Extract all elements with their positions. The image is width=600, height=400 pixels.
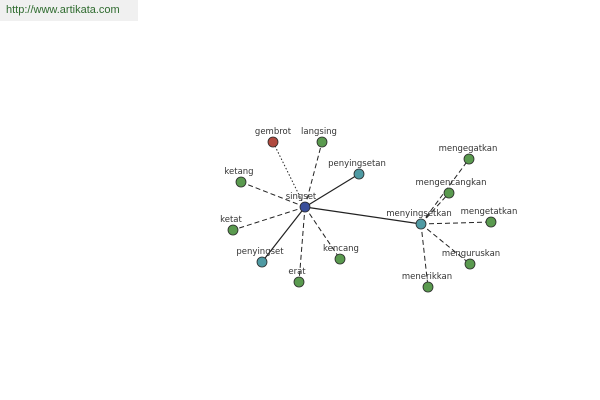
- node-dot-mengegatkan[interactable]: [463, 153, 475, 165]
- node-label-erat[interactable]: erat: [288, 267, 306, 277]
- edge-singset-kencang: [304, 206, 341, 260]
- node-penyingset[interactable]: penyingset: [236, 247, 284, 268]
- edge-menyingsetkan-menerikkan: [420, 223, 429, 288]
- node-dot-ketat[interactable]: [227, 224, 239, 236]
- edge-menyingsetkan-mengencangkan: [420, 192, 450, 225]
- node-menguruskan[interactable]: menguruskan: [442, 249, 500, 270]
- node-dot-erat[interactable]: [293, 276, 305, 288]
- edge-singset-menyingsetkan: [304, 206, 422, 225]
- node-label-menyingsetkan[interactable]: menyingsetkan: [386, 209, 451, 219]
- node-dot-langsing[interactable]: [316, 136, 328, 148]
- node-label-ketat[interactable]: ketat: [220, 215, 242, 225]
- node-gembrot[interactable]: gembrot: [255, 127, 292, 148]
- node-label-langsing[interactable]: langsing: [301, 127, 337, 137]
- edge-singset-ketat: [232, 206, 306, 231]
- node-label-mengegatkan[interactable]: mengegatkan: [439, 144, 498, 154]
- node-singset[interactable]: singset: [286, 192, 317, 213]
- node-mengencangkan[interactable]: mengencangkan: [416, 178, 487, 199]
- node-menerikkan[interactable]: menerikkan: [402, 272, 452, 293]
- node-penyingsetan[interactable]: penyingsetan: [328, 159, 386, 180]
- node-label-mengetatkan[interactable]: mengetatkan: [461, 207, 518, 217]
- node-mengetatkan[interactable]: mengetatkan: [461, 207, 518, 228]
- node-ketat[interactable]: ketat: [220, 215, 243, 236]
- url-banner: http://www.artikata.com: [0, 0, 138, 21]
- node-menyingsetkan[interactable]: menyingsetkan: [386, 209, 452, 230]
- edge-singset-penyingset: [261, 206, 306, 263]
- node-label-mengencangkan[interactable]: mengencangkan: [416, 178, 487, 188]
- node-dot-mengetatkan[interactable]: [485, 216, 497, 228]
- node-label-ketang[interactable]: ketang: [224, 167, 253, 177]
- node-dot-singset[interactable]: [299, 201, 311, 213]
- node-dot-kencang[interactable]: [334, 253, 346, 265]
- node-ketang[interactable]: ketang: [224, 167, 254, 188]
- edge-menyingsetkan-menguruskan: [420, 223, 471, 265]
- node-kencang[interactable]: kencang: [323, 244, 359, 265]
- url-text[interactable]: http://www.artikata.com: [6, 4, 120, 16]
- edge-singset-erat: [298, 206, 306, 283]
- node-erat[interactable]: erat: [288, 267, 306, 288]
- node-label-menerikkan[interactable]: menerikkan: [402, 272, 452, 282]
- edge-singset-penyingsetan: [304, 173, 360, 208]
- node-dot-menguruskan[interactable]: [464, 258, 476, 270]
- edge-singset-gembrot: [272, 141, 306, 208]
- node-dot-ketang[interactable]: [235, 176, 247, 188]
- node-langsing[interactable]: langsing: [301, 127, 337, 148]
- node-label-penyingset[interactable]: penyingset: [236, 247, 284, 257]
- node-mengegatkan[interactable]: mengegatkan: [439, 144, 498, 165]
- node-dot-mengencangkan[interactable]: [443, 187, 455, 199]
- node-label-kencang[interactable]: kencang: [323, 244, 359, 254]
- node-dot-penyingsetan[interactable]: [353, 168, 365, 180]
- node-label-singset[interactable]: singset: [286, 192, 317, 202]
- node-dot-penyingset[interactable]: [256, 256, 268, 268]
- node-label-menguruskan[interactable]: menguruskan: [442, 249, 500, 259]
- node-label-penyingsetan[interactable]: penyingsetan: [328, 159, 386, 169]
- nodes-layer: singset menyingsetkan gembrot langsing penyi…: [220, 127, 518, 293]
- node-dot-menyingsetkan[interactable]: [415, 218, 427, 230]
- edge-singset-langsing: [304, 141, 323, 208]
- node-dot-menerikkan[interactable]: [422, 281, 434, 293]
- edge-singset-ketang: [240, 181, 306, 208]
- node-dot-gembrot[interactable]: [267, 136, 279, 148]
- edge-menyingsetkan-mengetatkan: [420, 221, 492, 225]
- node-label-gembrot[interactable]: gembrot: [255, 127, 292, 137]
